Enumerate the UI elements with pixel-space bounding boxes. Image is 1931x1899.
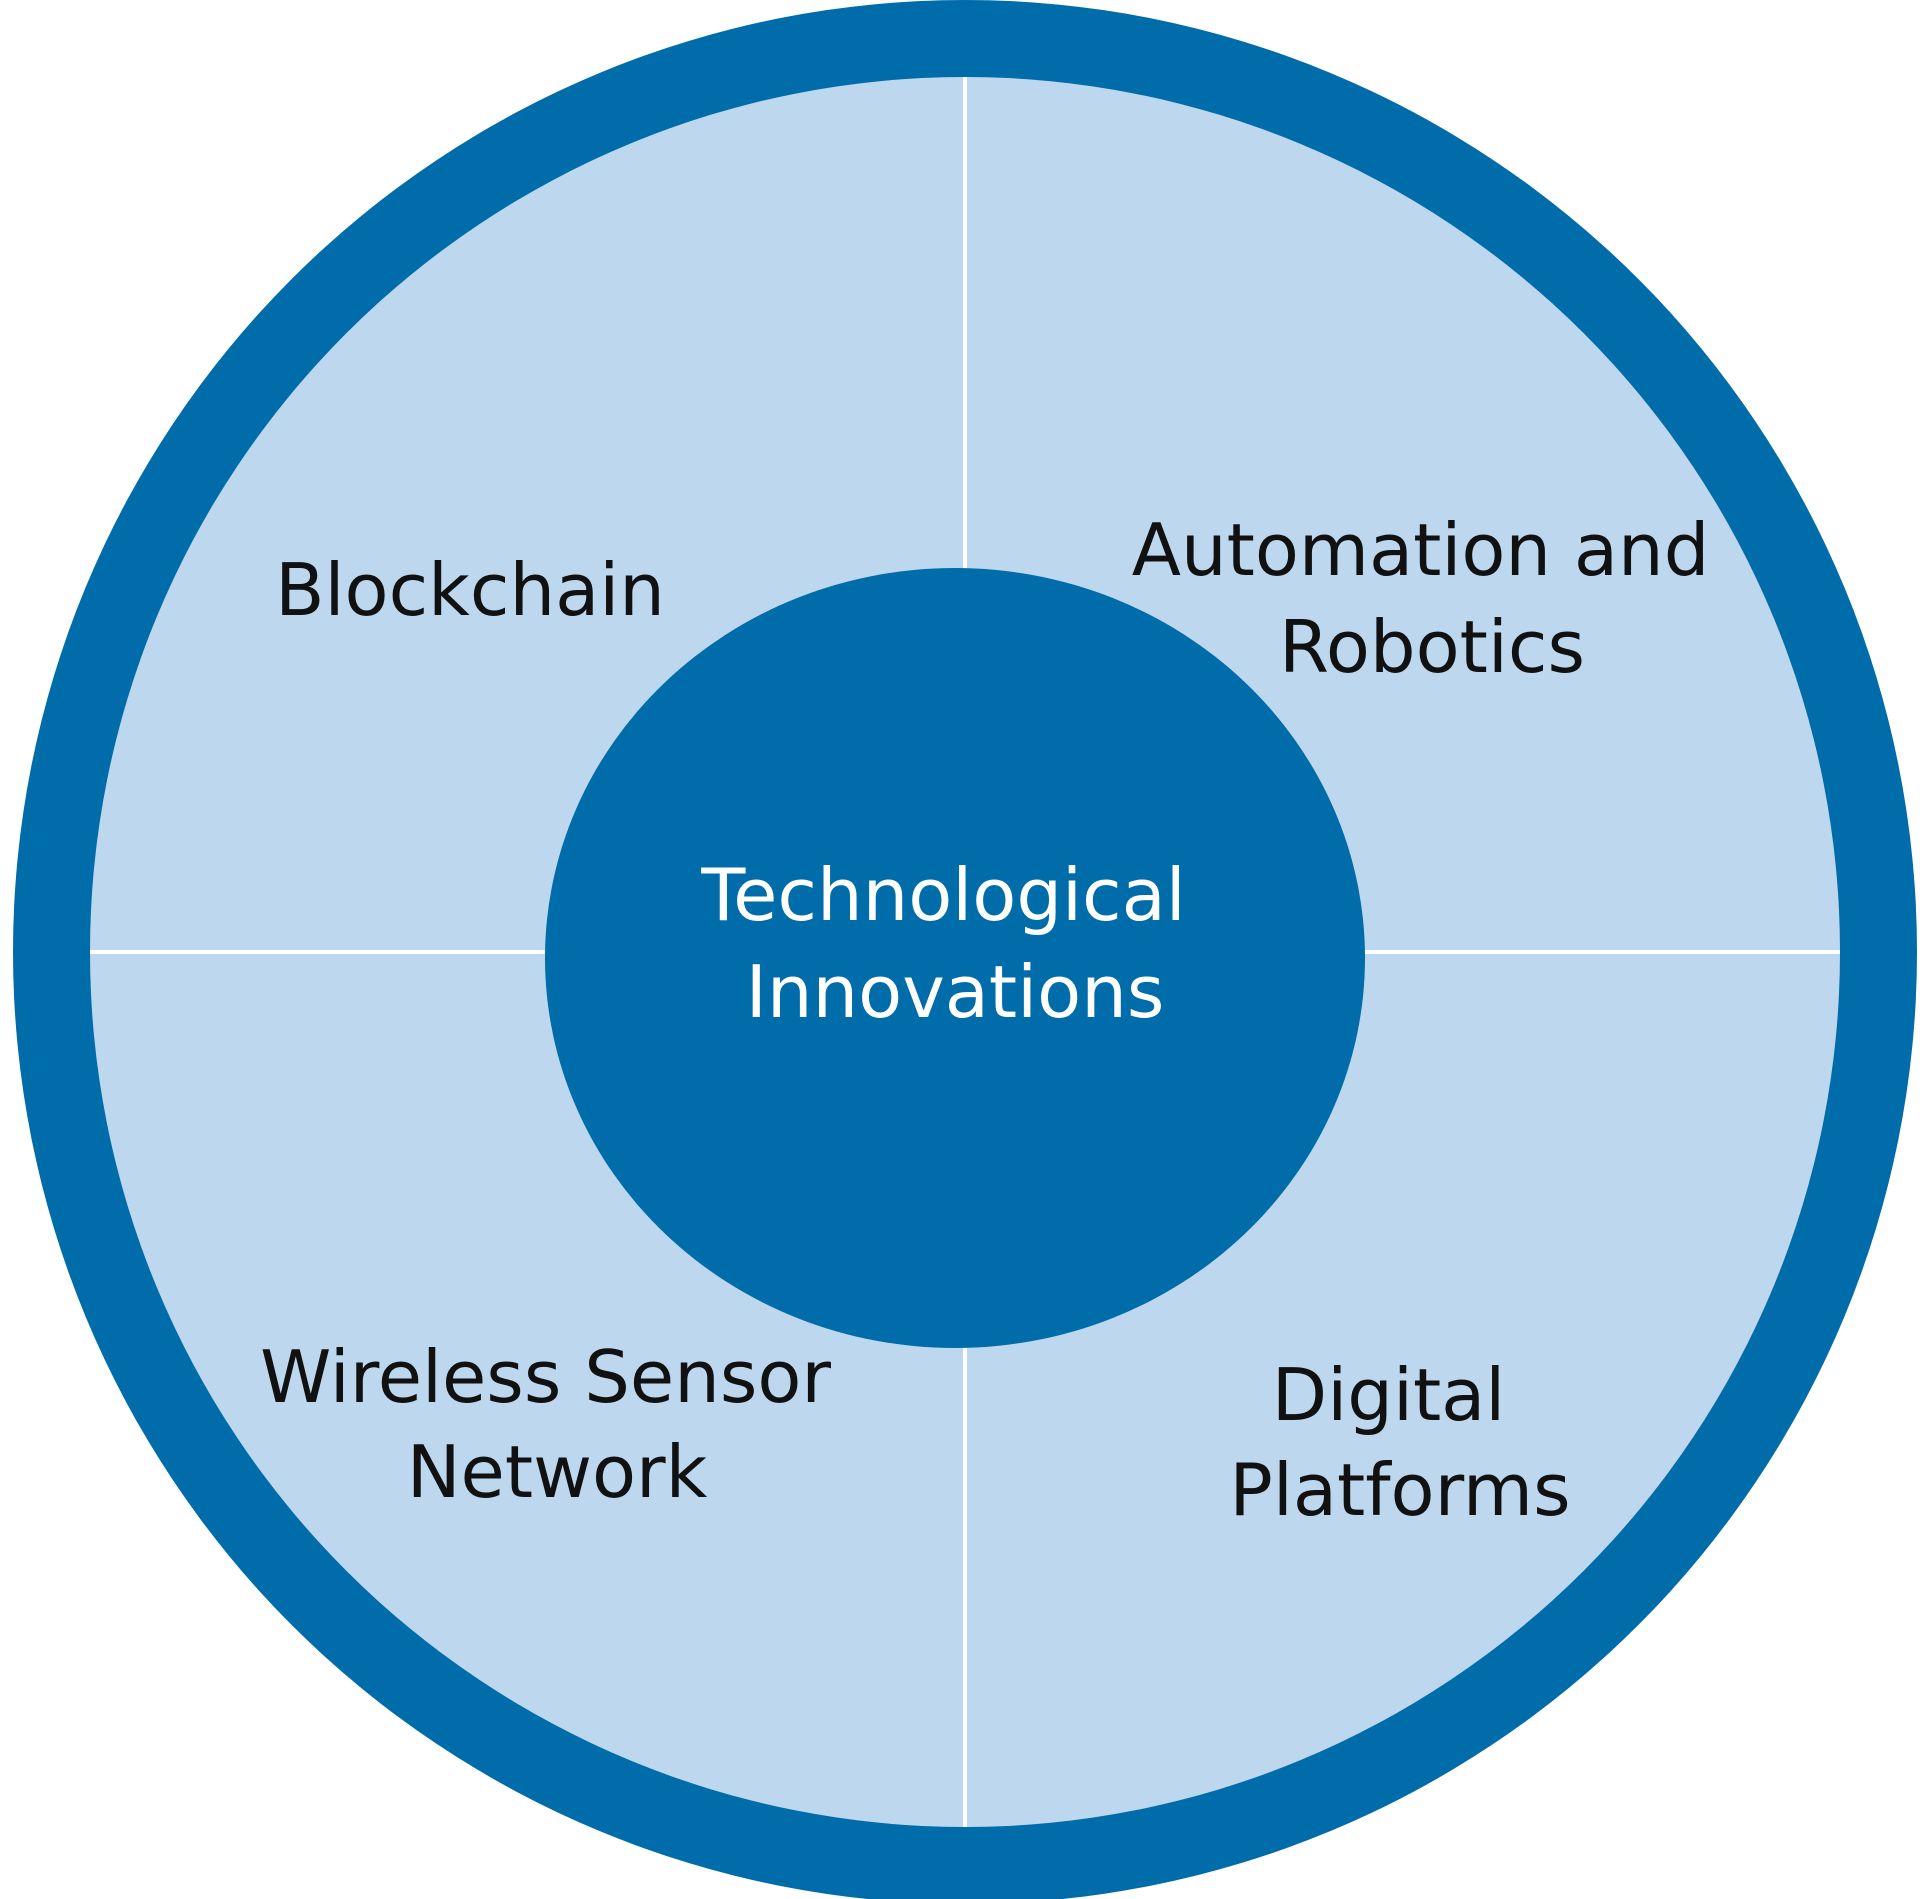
hub-label-line-1: Technological bbox=[700, 853, 1185, 937]
quadrant-bottom-left-line-2: Network bbox=[407, 1430, 708, 1514]
quadrant-top-right-line-2: Robotics bbox=[1279, 605, 1585, 689]
hub-label: Technological Innovations bbox=[700, 853, 1208, 1034]
quadrant-top-left-line-1: Blockchain bbox=[275, 548, 665, 632]
quadrant-label-blockchain: Blockchain bbox=[275, 548, 665, 632]
hub-circle bbox=[545, 568, 1365, 1348]
quadrant-label-automation-robotics: Automation and Robotics bbox=[1132, 508, 1733, 689]
quadrant-label-digital-platforms: Digital Platforms bbox=[1229, 1353, 1570, 1532]
quadrant-top-right-line-1: Automation and bbox=[1132, 508, 1710, 592]
quadrant-bottom-right-line-2: Platforms bbox=[1229, 1448, 1570, 1532]
quadrant-bottom-right-line-1: Digital bbox=[1272, 1353, 1506, 1437]
hub-label-line-2: Innovations bbox=[746, 950, 1165, 1034]
quadrant-label-wireless-sensor-network: Wireless Sensor Network bbox=[260, 1335, 854, 1514]
quadrant-bottom-left-line-1: Wireless Sensor bbox=[260, 1335, 831, 1419]
